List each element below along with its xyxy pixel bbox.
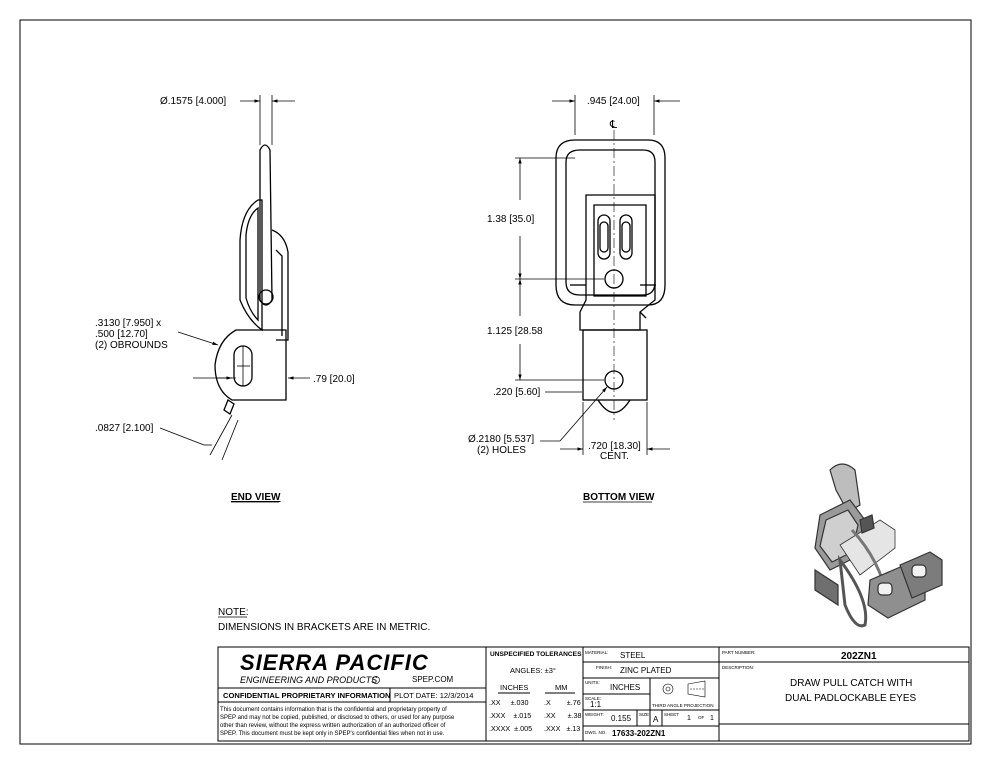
disclaimer-line-2: SPEP and may not be copied, published, o…: [220, 715, 455, 721]
tolerances-mm-label: MM: [555, 683, 568, 692]
size-label: SIZE:: [639, 712, 650, 717]
bottom-view-hole-dim-1: Ø.2180 [5.537]: [468, 434, 534, 445]
confidential-label: CONFIDENTIAL PROPRIETARY INFORMATION: [223, 691, 390, 700]
end-view-title: END VIEW: [231, 492, 281, 503]
tolerances-angles: ANGLES: ±3°: [510, 666, 556, 675]
dwg-no-label: DWG. NO.: [585, 730, 607, 735]
bottom-view-dim-138: 1.38 [35.0]: [487, 214, 534, 225]
disclaimer-line-1: This document contains information that …: [220, 707, 447, 713]
end-view-diameter-dim: Ø.1575 [4.000]: [160, 96, 226, 107]
bottom-view-dimensions: [515, 95, 680, 455]
tolerance-mm-1: .X ±.76: [544, 698, 581, 707]
tolerances-inches-label: INCHES: [500, 683, 528, 692]
end-view-obround-dim-2: .500 [12.70]: [95, 329, 148, 340]
third-angle-projection-icon: [662, 680, 706, 698]
part-number-label: PART NUMBER:: [722, 650, 756, 655]
title-block-lines: [217, 646, 970, 742]
weight-label: WEIGHT:: [585, 712, 604, 717]
tolerance-mm-3: .XXX ±.13: [544, 724, 580, 733]
description-line-1: DRAW PULL CATCH WITH: [790, 678, 912, 689]
end-view-dimensions: [159, 95, 310, 461]
bottom-view-centerline: ℄: [609, 119, 617, 131]
tolerances-heading: UNSPECIFIED TOLERANCES: [490, 651, 582, 658]
material-value: STEEL: [620, 651, 646, 660]
disclaimer-line-3: other than review, without the express w…: [220, 723, 446, 729]
material-label: MATERIAL:: [585, 650, 608, 655]
tolerance-in-3: .XXXX ±.005: [489, 724, 532, 733]
dwg-no-value: 17633-202ZN1: [612, 729, 666, 738]
sheet-label: SHEET: [664, 712, 679, 717]
tolerance-in-2: .XXX ±.015: [489, 711, 531, 720]
end-view-obround-dim-3: (2) OBROUNDS: [95, 340, 168, 351]
projection-label: THIRD ANGLE PROJECTION: [652, 703, 714, 708]
bottom-view-dim-1125: 1.125 [28.58: [487, 326, 543, 337]
finish-label: FINISH:: [596, 665, 612, 670]
weight-value: 0.155: [611, 714, 632, 723]
bottom-view-title: BOTTOM VIEW: [583, 492, 655, 503]
end-view: [214, 144, 289, 415]
disclaimer-line-4: SPEP. This document must be kept only in…: [220, 731, 445, 737]
description-line-2: DUAL PADLOCKABLE EYES: [785, 693, 916, 704]
company-name: SIERRA PACIFIC: [240, 650, 429, 675]
scale-value: 1:1: [590, 700, 602, 709]
bottom-view-dim-220: .220 [5.60]: [493, 387, 540, 398]
bottom-view-dim-720: .720 [18.30]: [588, 441, 641, 452]
end-view-thickness-dim: .0827 [2.100]: [95, 423, 154, 434]
bottom-view-width-dim: .945 [24.00]: [587, 96, 640, 107]
description-label: DESCRIPTION:: [722, 665, 754, 670]
tolerance-in-1: .XX ±.030: [489, 698, 529, 707]
sheet-number: 1: [687, 715, 691, 722]
scale-label: SCALE:: [585, 696, 601, 701]
sheet-border: [19, 19, 972, 745]
note-heading: NOTE:: [218, 607, 249, 618]
company-website: SPEP.COM: [412, 675, 454, 684]
tolerance-mm-2: .XX ±.38: [544, 711, 582, 720]
sheet-of: OF: [698, 715, 705, 720]
bottom-view-dim-cent: CENT.: [600, 451, 629, 462]
units-label: UNITS:: [585, 680, 600, 685]
company-subtitle: ENGINEERING AND PRODUCTS: [240, 675, 377, 685]
finish-value: ZINC PLATED: [620, 666, 672, 675]
sheet-total: 1: [710, 715, 714, 722]
registered-icon: [372, 676, 380, 684]
size-value: A: [653, 715, 659, 724]
part-number-value: 202ZN1: [841, 651, 877, 662]
end-view-obround-dim-1: .3130 [7.950] x: [95, 318, 161, 329]
plot-date: PLOT DATE: 12/3/2014: [394, 691, 474, 700]
isometric-render: [814, 463, 943, 628]
bottom-view-hole-dim-2: (2) HOLES: [477, 445, 526, 456]
units-value: INCHES: [610, 683, 640, 692]
note-text: DIMENSIONS IN BRACKETS ARE IN METRIC.: [218, 622, 430, 633]
bottom-view: [555, 139, 666, 414]
end-view-height-dim: .79 [20.0]: [313, 374, 355, 385]
